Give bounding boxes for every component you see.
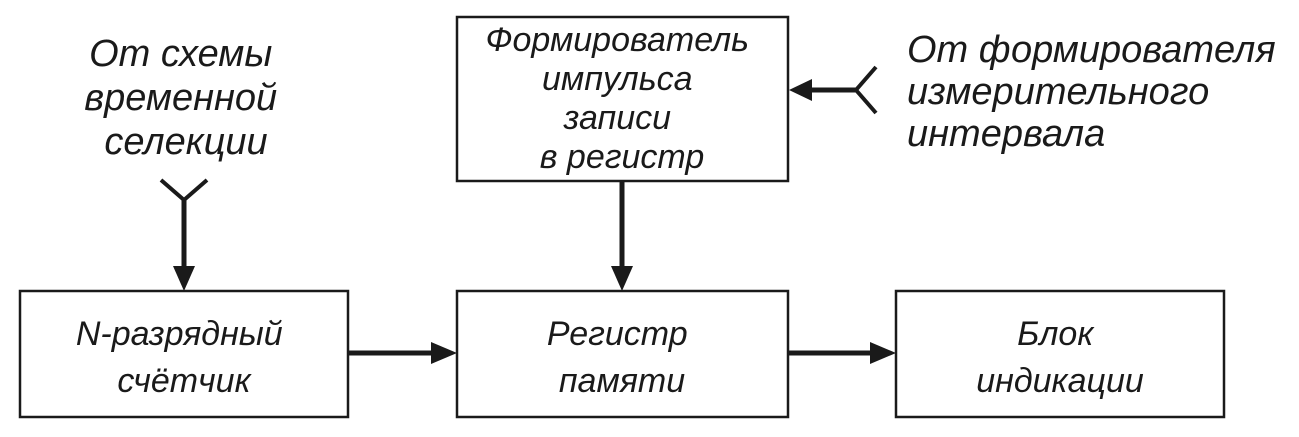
block-display-unit-line-2: индикации — [976, 362, 1144, 400]
input-fork-interval-former — [853, 65, 878, 115]
input-interval-former-label: От формирователя измерительного интервал… — [907, 29, 1286, 155]
input-interval-former-line-3: интервала — [907, 113, 1105, 155]
block-counter-label: N-разрядный счётчик — [76, 315, 292, 400]
block-write-pulse-former-line-2: импульса — [542, 60, 693, 98]
arrowhead-into-pulse-former — [789, 79, 812, 101]
block-counter: N-разрядный счётчик — [18, 289, 350, 419]
arrowhead-into-register-top — [611, 266, 633, 291]
input-interval-former-line-1: От формирователя — [907, 29, 1276, 71]
block-display-unit: Блок индикации — [894, 289, 1226, 419]
block-counter-line-1: N-разрядный — [76, 315, 283, 353]
block-memory-register-frame — [455, 289, 790, 419]
block-counter-line-2: счётчик — [117, 362, 252, 400]
block-display-unit-line-1: Блок — [1017, 315, 1095, 353]
block-write-pulse-former-line-1: Формирователь — [485, 21, 749, 59]
input-time-selection-line-2: временной — [84, 77, 277, 119]
input-time-selection-line-1: От схемы — [89, 33, 272, 75]
input-fork-time-selection — [159, 178, 209, 203]
block-display-unit-label: Блок индикации — [976, 315, 1144, 400]
input-terminal-interval-former — [789, 65, 878, 115]
arrow-register-to-display — [788, 342, 896, 364]
block-write-pulse-former-line-3: записи — [563, 99, 672, 137]
input-terminal-time-selection — [159, 178, 209, 291]
block-memory-register: Регистр памяти — [455, 289, 790, 419]
input-interval-former-line-2: измерительного — [907, 71, 1209, 113]
block-write-pulse-former-frame — [455, 15, 790, 183]
arrowhead-into-display — [870, 342, 896, 364]
block-memory-register-label: Регистр памяти — [547, 315, 697, 400]
input-time-selection-label: От схемы временной селекции — [84, 33, 288, 163]
arrow-former-to-register — [611, 181, 633, 291]
arrow-counter-to-register — [348, 342, 457, 364]
block-memory-register-line-1: Регистр — [547, 315, 688, 353]
block-memory-register-line-2: памяти — [559, 362, 685, 400]
arrowhead-into-counter — [173, 266, 195, 291]
block-write-pulse-former: Формирователь импульса записи в регистр — [455, 15, 790, 183]
block-write-pulse-former-line-4: в регистр — [540, 138, 705, 176]
block-write-pulse-former-label: Формирователь импульса записи в регистр — [485, 21, 758, 176]
input-time-selection-line-3: селекции — [104, 121, 267, 163]
arrowhead-into-register-left — [431, 342, 457, 364]
block-display-unit-frame — [894, 289, 1226, 419]
